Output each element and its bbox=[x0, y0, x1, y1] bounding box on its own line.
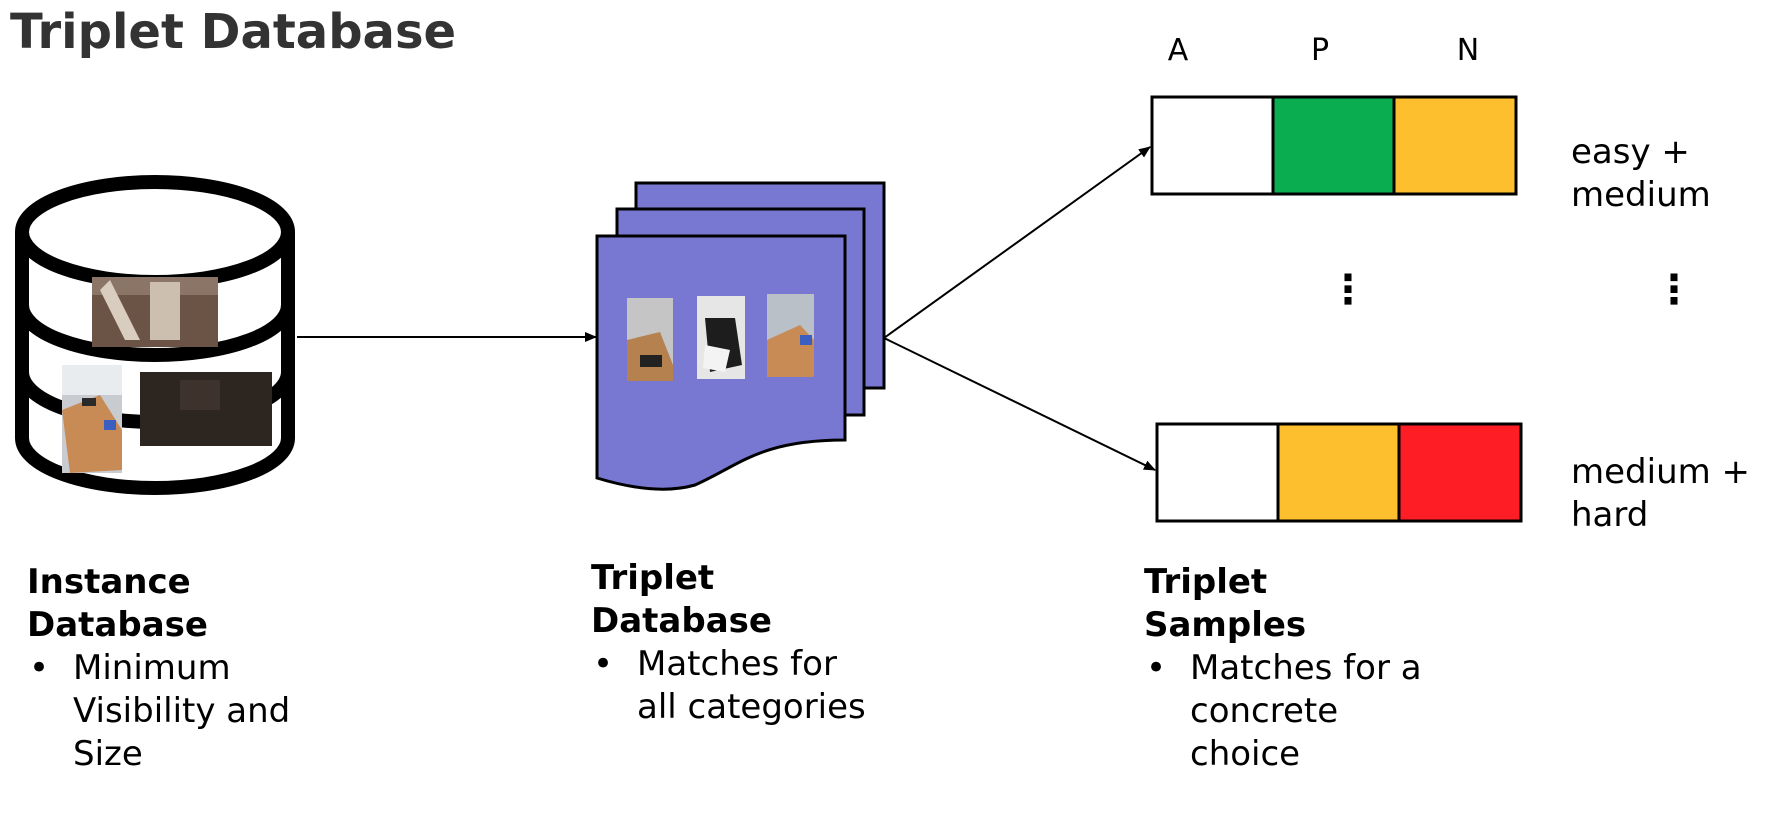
column-label-positive: P bbox=[1310, 33, 1330, 68]
anchor-cell bbox=[1155, 422, 1280, 523]
ellipsis-labels: ⋮ bbox=[1654, 267, 1694, 313]
triplet-row-easy-medium bbox=[1150, 95, 1518, 196]
arrow-to-easy-row bbox=[883, 146, 1151, 339]
row-label-easy-medium: easy + medium bbox=[1571, 132, 1711, 215]
caption-triplet-database: Triplet Database • Matches for all categ… bbox=[591, 557, 866, 729]
database-thumbnails bbox=[62, 277, 272, 473]
negative-cell bbox=[1397, 422, 1523, 523]
thumbnail-negative bbox=[767, 294, 814, 377]
anchor-cell bbox=[1150, 95, 1275, 196]
arrow-to-hard-row bbox=[883, 337, 1156, 471]
positive-cell bbox=[1271, 95, 1396, 196]
negative-cell bbox=[1392, 95, 1518, 196]
thumbnail-dark-room bbox=[140, 372, 272, 446]
caption-bullet: • Minimum Visibility and Size bbox=[29, 648, 291, 774]
caption-triplet-samples: Triplet Samples • Matches for a concrete… bbox=[1144, 561, 1422, 776]
row-label-medium-hard: medium + hard bbox=[1571, 452, 1751, 535]
triplet-thumbnails bbox=[627, 294, 814, 381]
thumbnail-anchor bbox=[627, 298, 673, 381]
column-label-anchor: A bbox=[1167, 33, 1189, 68]
caption-heading: Instance Database bbox=[27, 562, 208, 645]
caption-bullet: • Matches for all categories bbox=[593, 644, 866, 727]
caption-heading: Triplet Database bbox=[591, 558, 772, 641]
caption-heading: Triplet Samples bbox=[1144, 562, 1307, 645]
positive-cell bbox=[1276, 422, 1401, 523]
ellipsis-rows: ⋮ bbox=[1328, 267, 1368, 313]
page-title: Triplet Database bbox=[10, 4, 457, 60]
thumbnail-room-corner bbox=[92, 277, 218, 347]
column-label-negative: N bbox=[1456, 33, 1480, 68]
thumbnail-desk bbox=[62, 365, 122, 473]
caption-bullet: • Matches for a concrete choice bbox=[1146, 648, 1422, 774]
caption-instance-database: Instance Database • Minimum Visibility a… bbox=[27, 561, 290, 776]
triplet-row-medium-hard bbox=[1155, 422, 1523, 523]
thumbnail-positive bbox=[697, 296, 745, 379]
